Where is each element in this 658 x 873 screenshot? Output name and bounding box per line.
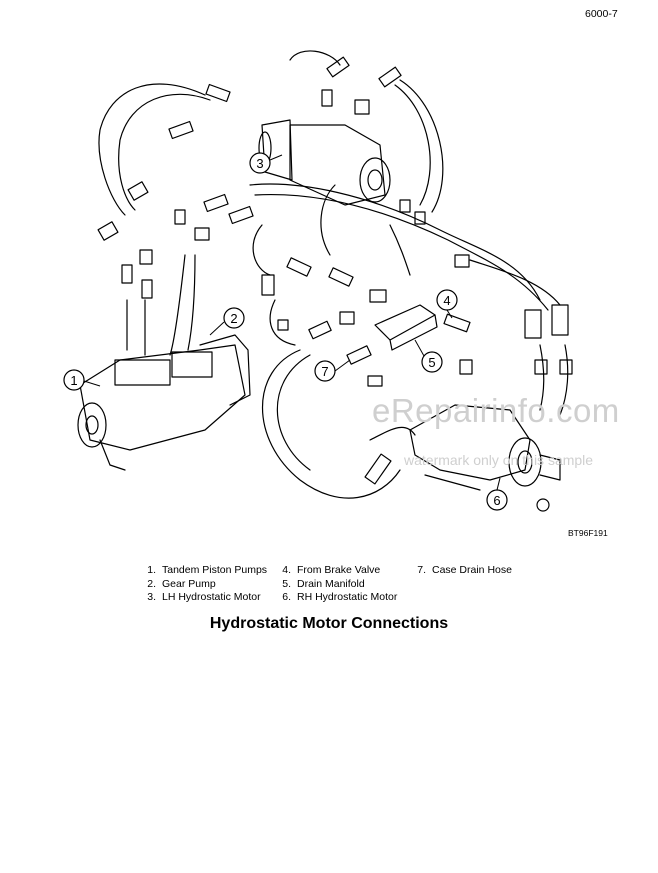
legend-item: 4.From Brake Valve [282,564,381,576]
hydraulic-diagram: 1 2 3 4 5 6 7 [63,50,573,512]
page-number: 6000-7 [585,8,618,20]
watermark-subtext: watermark only on this sample [404,452,594,468]
legend-item: 2.Gear Pump [147,577,216,590]
watermark-text: eRepairinfo.com [372,392,620,429]
callout-1: 1 [70,373,77,388]
callout-4: 4 [443,293,450,308]
legend-item: 6.RH Hydrostatic Motor [282,591,398,603]
legend-column-1: 1.Tandem Piston Pumps 2.Gear Pump 3.LH H… [140,564,267,605]
callout-3: 3 [256,156,263,171]
legend-item: 3.LH Hydrostatic Motor [147,591,261,603]
callout-2: 2 [230,311,237,326]
callout-7: 7 [321,364,328,379]
callout-5: 5 [428,355,435,370]
legend-column-2: 4.From Brake Valve 5.Drain Manifold 6.RH… [275,564,397,605]
legend-item: 1.Tandem Piston Pumps [147,564,268,576]
figure-code: BT96F191 [568,528,608,538]
callout-6: 6 [493,493,500,508]
legend-item: 5.Drain Manifold [282,577,365,590]
legend-item: 7.Case Drain Hose [417,564,512,576]
figure-caption: Hydrostatic Motor Connections [209,615,449,632]
legend-column-3: 7.Case Drain Hose [410,564,512,578]
